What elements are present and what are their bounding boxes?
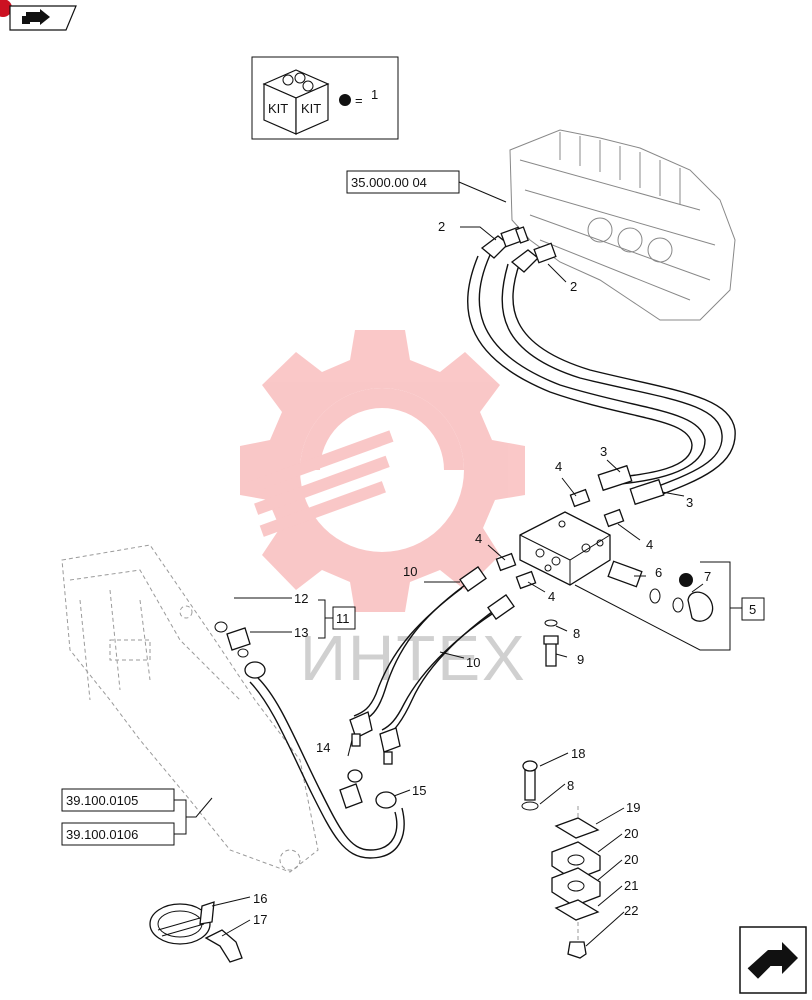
callout-labels: 2 2 3 3 4 4 4 4 6 7 8 9 10 10 12 13 14 1… xyxy=(253,219,711,927)
callout-19: 19 xyxy=(626,800,640,815)
callout-10: 10 xyxy=(466,655,480,670)
callout-18: 18 xyxy=(571,746,585,761)
callout-4: 4 xyxy=(548,589,555,604)
kit-label-left: KIT xyxy=(268,101,288,116)
callout-16: 16 xyxy=(253,891,267,906)
back-arrow-icon[interactable] xyxy=(0,0,77,31)
callout-10: 10 xyxy=(403,564,417,579)
callout-17: 17 xyxy=(253,912,267,927)
clamp-stack xyxy=(521,760,601,959)
ref-control-valve-label: 35.000.00 04 xyxy=(351,175,427,190)
callout-3: 3 xyxy=(600,444,607,459)
kit-legend: KIT KIT = 1 xyxy=(251,56,399,140)
control-valve-ghost xyxy=(509,129,736,321)
boom-pipe xyxy=(244,661,405,859)
kit-bullet-icon xyxy=(339,94,351,106)
ref-boom-b[interactable]: 39.100.0106 xyxy=(61,822,175,846)
hose-clamp xyxy=(149,901,243,963)
group-box-5[interactable]: 5 xyxy=(574,561,765,651)
callout-12: 12 xyxy=(294,591,308,606)
ref-boom-a-label: 39.100.0105 xyxy=(66,793,138,808)
ref-boom-a[interactable]: 39.100.0105 xyxy=(61,788,175,812)
callout-2: 2 xyxy=(570,279,577,294)
kit-equals: = xyxy=(355,93,363,108)
fitting-group xyxy=(214,621,251,658)
ref-boom-b-label: 39.100.0106 xyxy=(66,827,138,842)
callout-9: 9 xyxy=(577,652,584,667)
callout-4: 4 xyxy=(555,459,562,474)
kit-number: 1 xyxy=(371,87,378,102)
group-box-11[interactable]: 11 xyxy=(318,599,356,639)
cylinder-hoses xyxy=(349,566,515,765)
boom-ghost xyxy=(61,544,319,873)
group-box-11-label: 11 xyxy=(336,611,350,626)
callout-20: 20 xyxy=(624,852,638,867)
callout-4: 4 xyxy=(475,531,482,546)
kit-label-right: KIT xyxy=(301,101,321,116)
valve-hoses xyxy=(467,226,736,506)
callout-4: 4 xyxy=(646,537,653,552)
callout-13: 13 xyxy=(294,625,308,640)
callout-20: 20 xyxy=(624,826,638,841)
callout-3: 3 xyxy=(686,495,693,510)
callout-21: 21 xyxy=(624,878,638,893)
next-page-icon[interactable] xyxy=(739,926,807,994)
leader-lines xyxy=(211,226,704,947)
callout-7: 7 xyxy=(704,569,711,584)
callout-2: 2 xyxy=(438,219,445,234)
callout-14: 14 xyxy=(316,740,330,755)
callout-8: 8 xyxy=(567,778,574,793)
callout-8: 8 xyxy=(573,626,580,641)
callout-6: 6 xyxy=(655,565,662,580)
kit-box-icon: KIT KIT xyxy=(262,69,330,135)
ref-control-valve[interactable]: 35.000.00 04 xyxy=(346,170,507,203)
callout-15: 15 xyxy=(412,783,426,798)
callout-22: 22 xyxy=(624,903,638,918)
gear-logo-icon xyxy=(240,330,525,612)
group-box-5-label: 5 xyxy=(749,602,756,617)
